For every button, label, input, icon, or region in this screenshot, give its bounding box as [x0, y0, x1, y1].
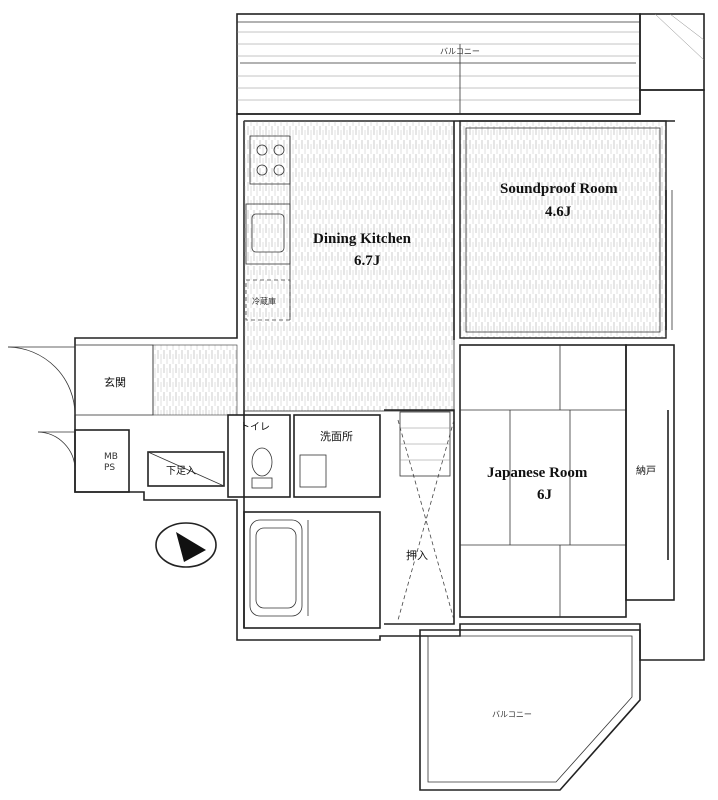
- mb-label: MB: [104, 452, 118, 462]
- soundproof-room-size: 4.6J: [545, 204, 572, 220]
- balcony-bottom-label: バルコニー: [492, 710, 532, 719]
- closet: [384, 409, 455, 625]
- washroom: [293, 414, 381, 498]
- japanese-room-size: 6J: [537, 487, 553, 503]
- north-arrow-icon: [155, 522, 217, 568]
- toilet: [227, 414, 291, 498]
- fridge-label: 冷蔵庫: [252, 296, 276, 306]
- dining-kitchen: 冷蔵庫: [243, 120, 455, 412]
- ps-label: PS: [104, 463, 115, 473]
- balcony-top-label: バルコニー: [440, 47, 480, 56]
- shoe-storage-label: 下足入: [166, 465, 196, 477]
- dining-kitchen-name: Dining Kitchen: [313, 231, 412, 247]
- storage-label: 納戸: [636, 464, 656, 477]
- storage-room: [625, 344, 675, 601]
- bathroom: [243, 511, 381, 629]
- balcony-top: [236, 13, 705, 115]
- shoe-storage: [147, 451, 225, 487]
- soundproof-room: [453, 120, 673, 340]
- washroom-label: 洗面所: [320, 430, 353, 443]
- japanese-room-name: Japanese Room: [487, 465, 588, 481]
- dining-kitchen-size: 6.7J: [354, 253, 381, 269]
- japanese-room: [459, 344, 627, 618]
- mb-ps: [37, 429, 130, 493]
- bathtub: [249, 519, 303, 617]
- closet-label: 押入: [406, 548, 428, 562]
- entrance-label: 玄関: [104, 375, 126, 389]
- entrance: [7, 344, 238, 416]
- soundproof-room-name: Soundproof Room: [500, 181, 618, 197]
- balcony-bottom: [419, 629, 641, 791]
- toilet-label: トイレ: [240, 422, 270, 433]
